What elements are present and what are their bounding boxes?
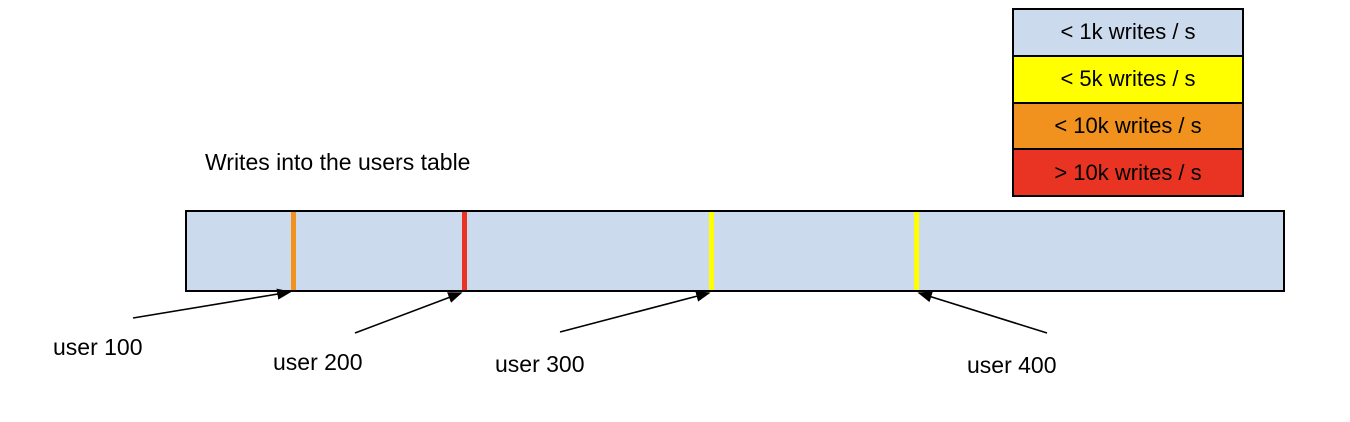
legend-item-lt-5k: < 5k writes / s [1014,56,1242,104]
label-user-100: user 100 [53,334,143,360]
legend-item-gt-10k: > 10k writes / s [1014,150,1242,195]
legend-item-lt-10k: < 10k writes / s [1014,103,1242,151]
arrow-user-300 [559,290,711,333]
label-user-400: user 400 [967,352,1057,378]
legend-item-lt-1k: < 1k writes / s [1014,10,1242,57]
legend: < 1k writes / s < 5k writes / s < 10k wr… [1012,8,1244,197]
arrow-user-400 [917,291,1048,334]
marker-user-300 [709,212,714,290]
marker-user-100 [291,212,296,290]
label-user-300: user 300 [495,351,585,377]
diagram-title: Writes into the users table [205,149,471,175]
users-table-bar [185,210,1285,292]
label-user-200: user 200 [273,349,363,375]
arrow-user-100 [132,288,292,319]
arrow-user-200 [354,292,463,334]
marker-user-400 [914,212,919,290]
marker-user-200 [462,212,467,290]
